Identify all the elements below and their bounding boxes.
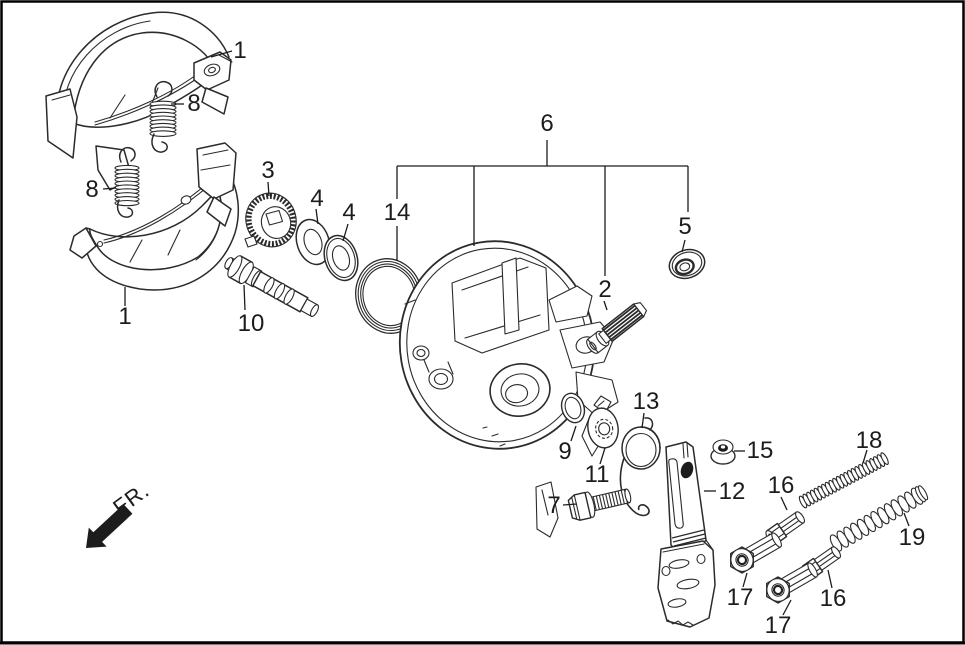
part-label-14: 14 [384, 199, 411, 226]
part-10-brake-camshaft [224, 255, 320, 317]
part-6-brake-panel [398, 240, 619, 538]
part-label-3: 3 [261, 157, 274, 184]
fr-direction-arrow-icon [86, 504, 133, 548]
part-label-15: 15 [747, 437, 774, 464]
part-label-7: 7 [547, 492, 560, 519]
part-13-spring [619, 417, 661, 517]
part-17-bolt-top [730, 532, 782, 574]
part-label-2: 2 [598, 276, 611, 303]
part-label-13: 13 [633, 388, 660, 415]
part-9-oring [560, 392, 586, 424]
part-7-bolt [567, 488, 632, 521]
part-labels: 1 8 8 1 3 4 4 10 14 6 5 2 9 11 13 12 15 … [85, 37, 925, 639]
part-label-9: 9 [558, 438, 571, 465]
part-label-4-a: 4 [310, 185, 323, 212]
part-15-nut [710, 439, 736, 465]
part-label-11: 11 [585, 461, 610, 488]
part-label-8-top: 8 [187, 90, 200, 117]
part-label-8-left: 8 [85, 176, 98, 203]
part-4-washer-a [295, 218, 331, 266]
part-label-6: 6 [540, 110, 553, 137]
part-12-brake-arm [657, 441, 716, 628]
part-2-splined-shaft [586, 302, 648, 354]
part-1-brake-shoe-bottom [69, 142, 240, 291]
part-label-4-b: 4 [342, 199, 355, 226]
part-18-spring [798, 452, 889, 509]
part-4-washer-b [323, 234, 359, 282]
part-8-spring-left [114, 146, 140, 218]
fr-direction-marker: FR. [86, 477, 154, 548]
part-label-12: 12 [719, 478, 746, 505]
part-11-indicator-plate [587, 395, 619, 449]
part-label-10: 10 [238, 310, 265, 337]
part-19-spring [829, 485, 929, 552]
part-17-bolt-bottom [766, 562, 818, 604]
part-label-5: 5 [678, 213, 691, 240]
part-label-1-bottom: 1 [118, 303, 131, 330]
part-label-19: 19 [899, 524, 926, 551]
bracket-part-6 [396, 140, 689, 276]
part-label-17-bottom: 17 [765, 612, 792, 639]
part-5-bearing [668, 248, 706, 280]
part-label-17-top: 17 [727, 584, 754, 611]
part-label-1-top: 1 [233, 37, 246, 64]
part-label-16-bottom: 16 [820, 585, 847, 612]
part-3-gear [244, 192, 297, 248]
part-8-spring-top [149, 80, 177, 153]
part-label-16-top: 16 [768, 472, 795, 499]
part-label-18: 18 [856, 427, 883, 454]
callout-leader-lines [102, 50, 910, 616]
